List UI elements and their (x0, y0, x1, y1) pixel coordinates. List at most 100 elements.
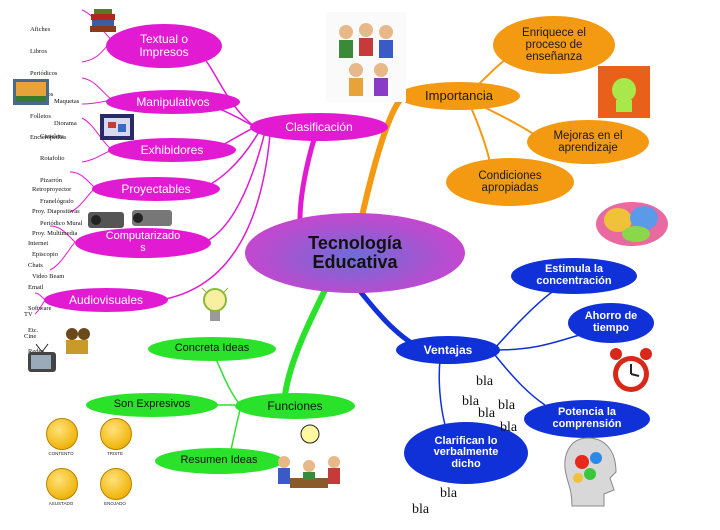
bla-scribble: bla (498, 398, 516, 413)
resumen-label: Resumen Ideas (180, 454, 258, 467)
importancia-label: Importancia (425, 88, 493, 104)
ahorro-line2: tiempo (592, 322, 630, 334)
potencia-line2: comprensión (552, 418, 622, 430)
alarm-clock-icon (610, 348, 652, 392)
leaf-item: Cine (24, 333, 37, 341)
condiciones-line1: Condiciones (478, 169, 542, 182)
leaf-item: Pizarrón (40, 176, 63, 184)
lightbulb-icon (201, 287, 229, 321)
bla-scribble: bla (500, 420, 518, 435)
tv-icon (28, 343, 56, 372)
textual-line2: Impresos (139, 45, 189, 59)
manipulativos-label: Manipulativos (136, 94, 210, 109)
leaf-item: Internet (28, 240, 49, 248)
leaf-item: Proy. Multimedia (32, 229, 78, 237)
concreta-node[interactable]: Concreta Ideas (148, 337, 276, 361)
central-topic-line2: Educativa (312, 252, 398, 272)
leaf-item: Cartelera (40, 133, 64, 141)
concreta-label: Concreta Ideas (174, 342, 250, 355)
leaf-item: Franelógrafo (40, 198, 74, 206)
leaf-item: Afiches (30, 26, 51, 34)
mejoras-line1: Mejoras en el (553, 129, 623, 142)
condiciones-node[interactable]: Condiciones apropiadas (446, 158, 574, 206)
brain-icon (596, 202, 668, 246)
funciones-node[interactable]: Funciones (235, 393, 355, 419)
face-label: ASUSTADO (48, 501, 74, 506)
leaf-item: Retroproyector (32, 186, 72, 194)
leaf-item: Redes (28, 348, 44, 356)
audiovisuales-examples: TV Cine (24, 297, 36, 347)
resumen-node[interactable]: Resumen Ideas (155, 448, 283, 474)
clasificacion-label: Clasificación (285, 119, 353, 134)
computarizados-examples: Internet Chats Email Software Etc. Redes (28, 226, 51, 363)
funciones-label: Funciones (267, 398, 323, 413)
condiciones-line2: apropiadas (481, 182, 539, 194)
estimula-line1: Estimula la (544, 263, 604, 276)
enriquece-line3: enseñanza (525, 51, 583, 64)
central-topic[interactable]: Tecnología Educativa (245, 213, 465, 293)
leaf-item: TV (24, 311, 33, 319)
leaf-item: Libros (30, 48, 47, 56)
mejoras-node[interactable]: Mejoras en el aprendizaje (527, 120, 649, 164)
mejoras-line2: aprendizaje (558, 142, 618, 154)
leaf-item: Rotafolio (40, 155, 65, 163)
exhibidores-examples: Cartelera Rotafolio Pizarrón Franelógraf… (40, 119, 82, 234)
head-silhouette-icon (598, 66, 650, 118)
exhibidores-label: Exhibidores (140, 142, 204, 157)
estimula-line2: concentración (536, 275, 612, 287)
central-topic-line1: Tecnología (308, 233, 402, 254)
books-icon (90, 9, 116, 32)
leaf-item: Etc. (28, 326, 39, 334)
gears-head-icon (564, 437, 617, 507)
textual-line1: Textual o (139, 32, 189, 47)
leaf-item: Periódicos (30, 69, 58, 77)
enriquece-node[interactable]: Enriquece el proceso de enseñanza (493, 16, 615, 74)
clasificacion-node[interactable]: Clasificación (250, 113, 388, 141)
audiovisuales-label: Audiovisuales (68, 292, 144, 307)
meeting-icon (278, 424, 340, 488)
proyectables-examples: Retroproyector Proy. Diapositivas Proy. … (32, 172, 80, 287)
film-camera-icon (66, 328, 90, 354)
enriquece-line1: Enriquece el (522, 26, 586, 39)
proyectables-label: Proyectables (121, 181, 191, 196)
computarizados-node[interactable]: Computarizado s (75, 228, 211, 258)
bla-scribble: bla (440, 486, 458, 501)
children-group-icon (326, 12, 406, 102)
proyectables-node[interactable]: Proyectables (92, 177, 220, 201)
computarizados-line1: Computarizado (105, 230, 181, 243)
sad-face-icon (100, 418, 132, 450)
clarifican-node[interactable]: Clarifican lo verbalmente dicho (404, 422, 528, 484)
expresivos-node[interactable]: Son Expresivos (86, 393, 218, 417)
leaf-item: Chats (28, 262, 43, 270)
leaf-item: Video Beam (32, 272, 65, 280)
bla-scribble: bla (476, 374, 494, 389)
exhibidores-node[interactable]: Exhibidores (108, 138, 236, 162)
leaf-item: Maquetas (54, 98, 80, 106)
board-icon (100, 114, 134, 140)
enriquece-line2: proceso de (525, 38, 583, 51)
ahorro-line1: Ahorro de (584, 310, 638, 323)
leaf-item: Software (28, 305, 52, 313)
leaf-item: Diorama (54, 120, 77, 128)
ahorro-node[interactable]: Ahorro de tiempo (568, 303, 654, 343)
leaf-item: Enciclopedias (30, 134, 67, 142)
audiovisuales-node[interactable]: Audiovisuales (44, 288, 168, 312)
importancia-node[interactable]: Importancia (398, 82, 520, 110)
potencia-node[interactable]: Potencia la comprensión (524, 400, 650, 438)
ventajas-node[interactable]: Ventajas (396, 336, 500, 364)
manipulativos-examples: Maquetas Diorama (54, 84, 79, 134)
leaf-item: Episcopio (32, 251, 58, 259)
clarifican-line3: dicho (451, 457, 481, 470)
leaf-item: Email (28, 283, 44, 291)
leaf-item: Proy. Diapositivas (32, 208, 80, 216)
ventajas-label: Ventajas (423, 342, 473, 357)
bla-scribble: bla (478, 406, 496, 421)
computarizados-line2: s (140, 242, 146, 254)
projector-icon (88, 210, 172, 228)
clarifican-line1: Clarifican lo (434, 434, 498, 447)
manipulativos-node[interactable]: Manipulativos (106, 90, 240, 114)
happy-face-icon (46, 418, 78, 450)
textual-node[interactable]: Textual o Impresos (106, 24, 222, 68)
face-label: ENOJADO (104, 501, 126, 506)
estimula-node[interactable]: Estimula la concentración (511, 258, 637, 294)
